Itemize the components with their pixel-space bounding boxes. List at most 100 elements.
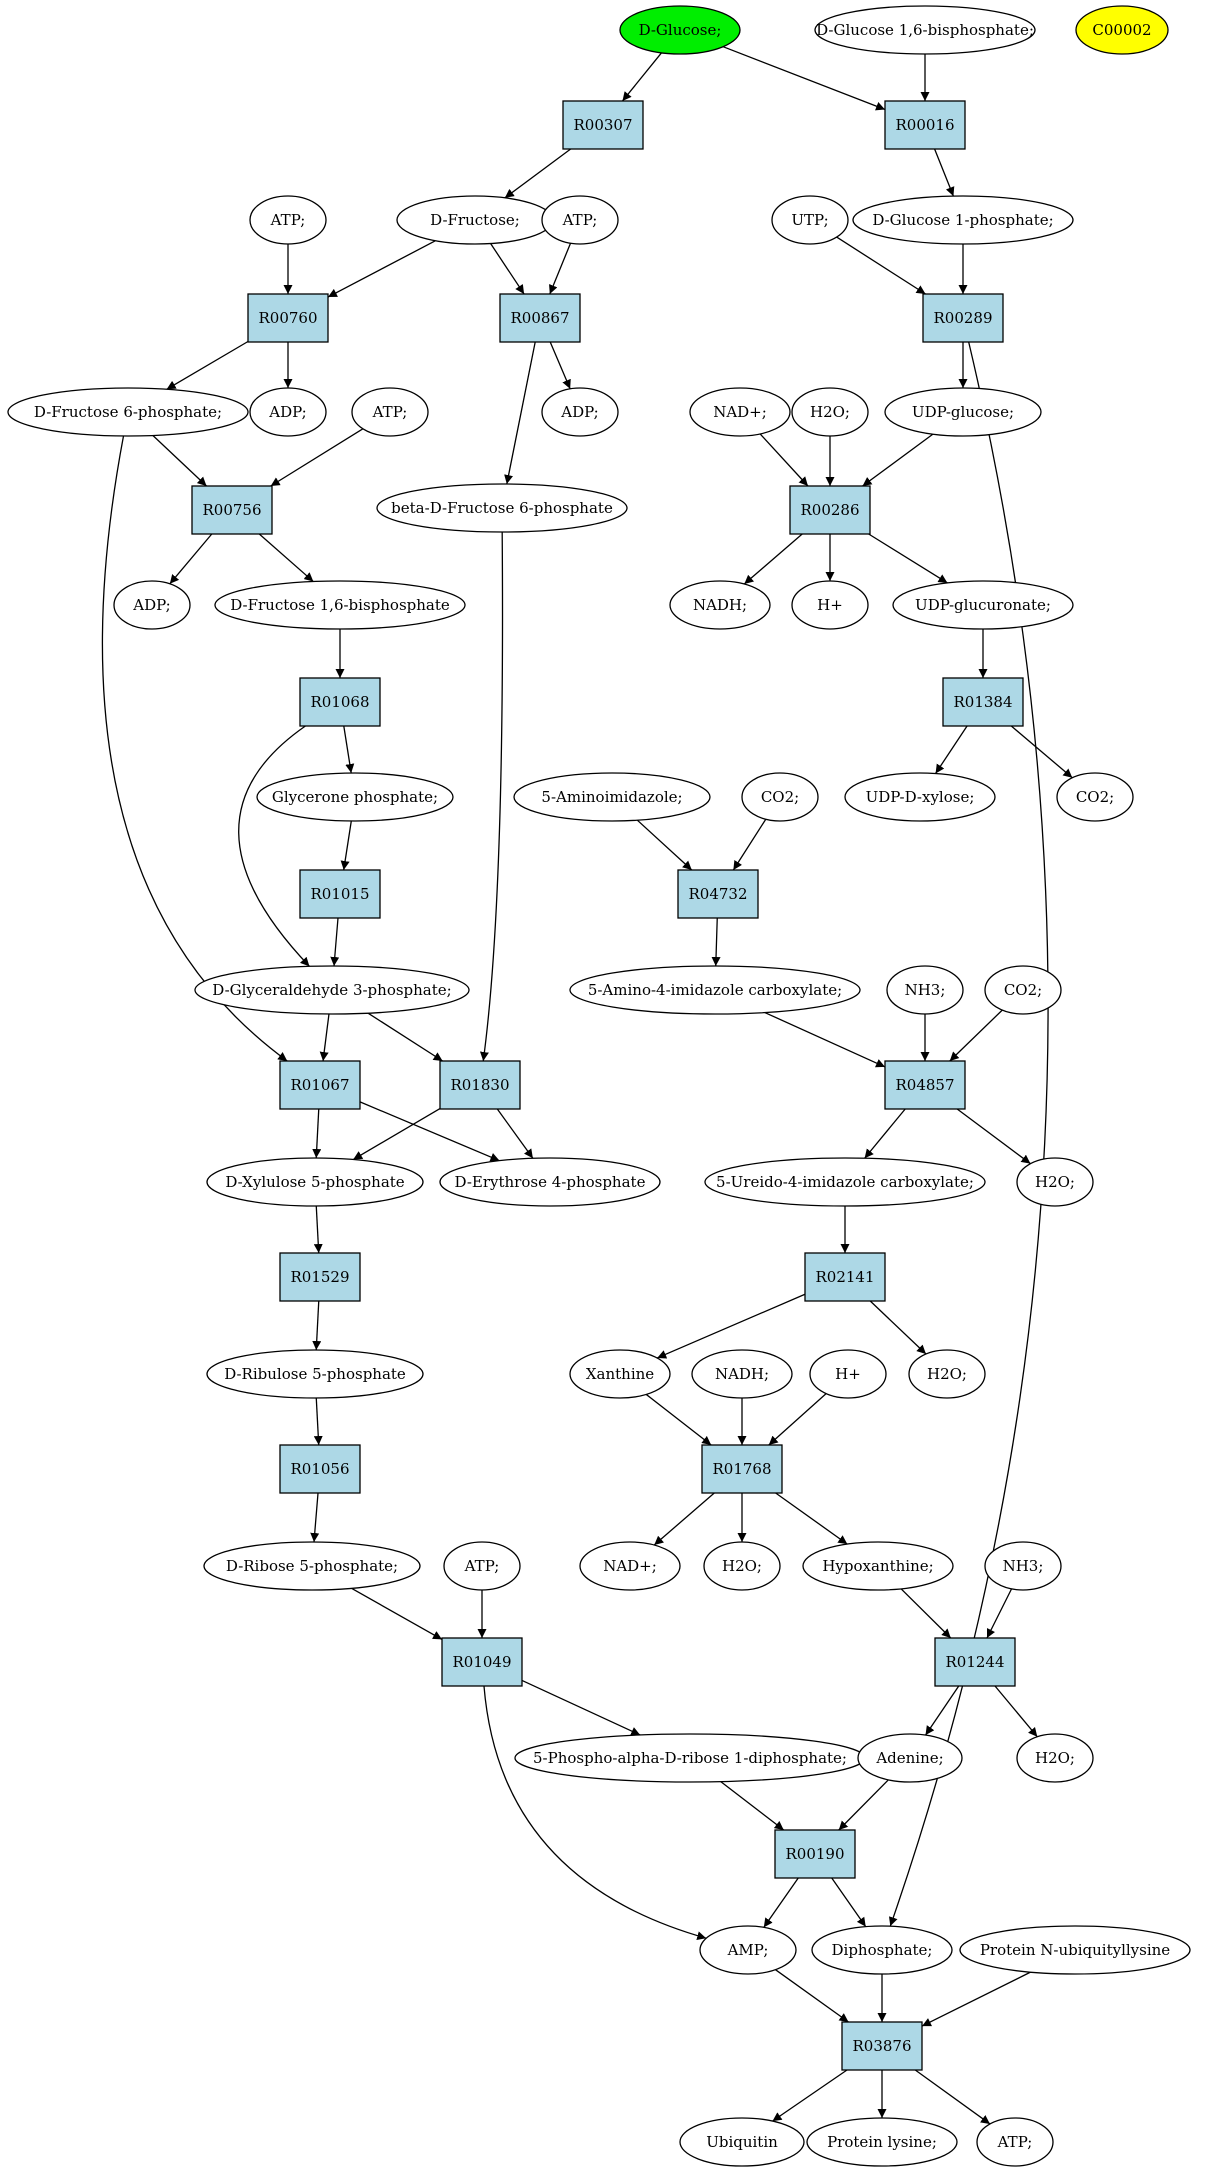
reaction-node-r03876[interactable]: R03876 — [841, 2021, 923, 2071]
reaction-node-r01068[interactable]: R01068 — [299, 677, 381, 727]
metabolite-ellipse — [249, 195, 327, 245]
metabolite-node-utp[interactable]: UTP; — [771, 195, 849, 245]
metabolite-node-gap[interactable]: D-Glyceraldehyde 3-phosphate; — [194, 965, 470, 1015]
metabolite-node-r5p[interactable]: D-Ribose 5-phosphate; — [203, 1541, 421, 1591]
metabolite-ellipse — [113, 580, 191, 630]
metabolite-ellipse — [844, 772, 996, 822]
metabolite-node-nad1[interactable]: NAD+; — [689, 387, 791, 437]
reaction-node-r04857[interactable]: R04857 — [884, 1060, 966, 1110]
metabolite-node-xu5p[interactable]: D-Xylulose 5-phosphate — [206, 1157, 424, 1207]
reaction-node-r01768[interactable]: R01768 — [701, 1444, 783, 1494]
metabolite-node-atp2[interactable]: ATP; — [541, 195, 619, 245]
edge-r00867-to-bf6p — [504, 341, 536, 485]
reaction-node-r00190[interactable]: R00190 — [774, 1829, 856, 1879]
metabolite-node-adp2[interactable]: ADP; — [541, 387, 619, 437]
metabolite-label: CO2; — [1076, 788, 1114, 806]
reaction-node-r04732[interactable]: R04732 — [677, 869, 759, 919]
metabolite-label: ATP; — [562, 211, 598, 229]
metabolite-ellipse — [857, 1733, 963, 1783]
metabolite-ellipse — [376, 483, 628, 533]
metabolite-node-udpglc[interactable]: UDP-glucose; — [884, 387, 1042, 437]
metabolite-node-g1p[interactable]: D-Glucose 1-phosphate; — [852, 195, 1074, 245]
reaction-node-r01067[interactable]: R01067 — [279, 1060, 361, 1110]
metabolite-node-g16bp[interactable]: D-Glucose 1,6-bisphosphate; — [814, 5, 1036, 55]
metabolite-node-co2a[interactable]: CO2; — [741, 772, 819, 822]
reaction-label: R01244 — [945, 1653, 1004, 1671]
metabolite-node-h2o5[interactable]: H2O; — [1016, 1733, 1094, 1783]
metabolite-node-air[interactable]: 5-Aminoimidazole; — [513, 772, 711, 822]
metabolite-node-glc[interactable]: D-Glucose; — [619, 5, 741, 55]
metabolite-label: H2O; — [722, 1557, 762, 1575]
reaction-node-r01830[interactable]: R01830 — [439, 1060, 521, 1110]
metabolite-node-ppi[interactable]: Diphosphate; — [811, 1925, 953, 1975]
metabolite-label: Protein lysine; — [827, 2133, 937, 2151]
metabolite-node-ru5p[interactable]: D-Ribulose 5-phosphate — [206, 1349, 424, 1399]
reaction-node-r00307[interactable]: R00307 — [562, 100, 644, 150]
metabolite-node-pnub[interactable]: Protein N-ubiquityllysine — [959, 1925, 1191, 1975]
metabolite-node-udpglcu[interactable]: UDP-glucuronate; — [892, 580, 1074, 630]
metabolite-node-f16bp[interactable]: D-Fructose 1,6-bisphosphate — [214, 580, 466, 630]
metabolite-node-plys[interactable]: Protein lysine; — [806, 2117, 958, 2167]
metabolite-node-h2o2[interactable]: H2O; — [1016, 1157, 1094, 1207]
metabolite-node-ubq[interactable]: Ubiquitin — [679, 2117, 805, 2167]
metabolite-node-atp5[interactable]: ATP; — [976, 2117, 1054, 2167]
metabolite-node-nh3a[interactable]: NH3; — [886, 965, 964, 1015]
metabolite-node-f6p[interactable]: D-Fructose 6-phosphate; — [7, 387, 249, 437]
metabolite-node-udpxyl[interactable]: UDP-D-xylose; — [844, 772, 996, 822]
metabolite-node-fru[interactable]: D-Fructose; — [396, 195, 554, 245]
metabolite-node-co2b[interactable]: CO2; — [1056, 772, 1134, 822]
metabolite-node-e4p[interactable]: D-Erythrose 4-phosphate — [439, 1157, 661, 1207]
metabolite-node-uic[interactable]: 5-Ureido-4-imidazole carboxylate; — [704, 1157, 986, 1207]
metabolite-node-h2o4[interactable]: H2O; — [703, 1541, 781, 1591]
metabolite-node-c00002[interactable]: C00002 — [1075, 5, 1169, 55]
metabolite-node-hplus1[interactable]: H+ — [791, 580, 869, 630]
metabolite-label: D-Fructose; — [430, 211, 520, 229]
reaction-node-r00756[interactable]: R00756 — [191, 485, 273, 535]
reaction-node-r00286[interactable]: R00286 — [789, 485, 871, 535]
edge-aic-to-r04857 — [764, 1011, 886, 1068]
metabolite-node-nh3b[interactable]: NH3; — [984, 1541, 1062, 1591]
reaction-node-r01529[interactable]: R01529 — [279, 1252, 361, 1302]
reaction-node-r00760[interactable]: R00760 — [247, 293, 329, 343]
metabolite-node-h2o1[interactable]: H2O; — [791, 387, 869, 437]
metabolite-node-aic[interactable]: 5-Amino-4-imidazole carboxylate; — [569, 965, 861, 1015]
metabolite-node-atp3[interactable]: ATP; — [351, 387, 429, 437]
reaction-node-r01244[interactable]: R01244 — [934, 1637, 1016, 1687]
metabolite-node-hplus2[interactable]: H+ — [809, 1349, 887, 1399]
metabolite-node-amp[interactable]: AMP; — [699, 1925, 797, 1975]
metabolite-node-adp3[interactable]: ADP; — [113, 580, 191, 630]
metabolite-node-atp1[interactable]: ATP; — [249, 195, 327, 245]
reaction-node-r01015[interactable]: R01015 — [299, 869, 381, 919]
reaction-node-r00867[interactable]: R00867 — [499, 293, 581, 343]
metabolite-node-xan[interactable]: Xanthine — [569, 1349, 671, 1399]
edge-r03876-to-atp5 — [914, 2069, 991, 2125]
reaction-node-r02141[interactable]: R02141 — [804, 1252, 886, 1302]
reaction-label: R00760 — [258, 309, 317, 327]
metabolite-node-dhap[interactable]: Glycerone phosphate; — [256, 772, 454, 822]
edge-r01830-to-e4p — [496, 1108, 534, 1159]
metabolite-node-nadh2[interactable]: NADH; — [691, 1349, 793, 1399]
metabolite-node-co2c[interactable]: CO2; — [984, 965, 1062, 1015]
reaction-box — [884, 1060, 966, 1110]
reaction-node-r01384[interactable]: R01384 — [942, 677, 1024, 727]
metabolite-node-bf6p[interactable]: beta-D-Fructose 6-phosphate — [376, 483, 628, 533]
reaction-label: R01068 — [310, 693, 369, 711]
reaction-node-r01056[interactable]: R01056 — [279, 1444, 361, 1494]
metabolite-node-h2o3[interactable]: H2O; — [908, 1349, 986, 1399]
reaction-node-r01049[interactable]: R01049 — [441, 1637, 523, 1687]
metabolite-node-atp4[interactable]: ATP; — [443, 1541, 521, 1591]
metabolite-node-nad2[interactable]: NAD+; — [579, 1541, 681, 1591]
metabolite-node-hyp[interactable]: Hypoxanthine; — [802, 1541, 954, 1591]
metabolite-label: ADP; — [268, 403, 306, 421]
reaction-label: R00867 — [510, 309, 569, 327]
reaction-node-r00016[interactable]: R00016 — [884, 100, 966, 150]
metabolite-node-prpp[interactable]: 5-Phospho-alpha-D-ribose 1-diphosphate; — [514, 1733, 866, 1783]
reaction-node-r00289[interactable]: R00289 — [922, 293, 1004, 343]
metabolite-label: D-Glucose 1-phosphate; — [872, 211, 1053, 229]
metabolite-node-nadh1[interactable]: NADH; — [669, 580, 771, 630]
metabolite-node-adp1[interactable]: ADP; — [249, 387, 327, 437]
edge-r02141-to-xan — [656, 1293, 806, 1359]
metabolite-node-ade[interactable]: Adenine; — [857, 1733, 963, 1783]
metabolite-label: ATP; — [997, 2133, 1033, 2151]
